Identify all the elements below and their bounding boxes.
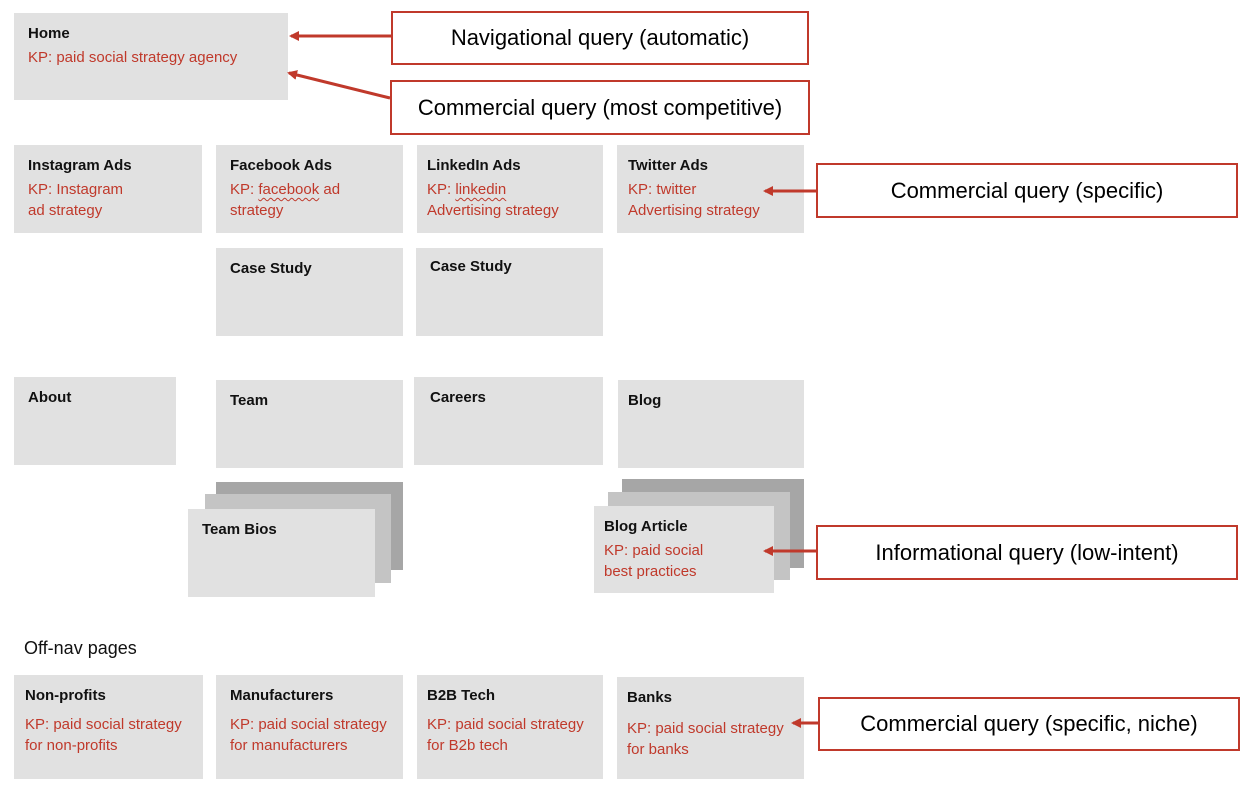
box-keyphrase: KP: twitter Advertising strategy bbox=[628, 181, 760, 219]
box-title: Team Bios bbox=[202, 521, 277, 538]
box-title: Facebook Ads bbox=[230, 157, 332, 174]
box-title: B2B Tech bbox=[427, 687, 496, 704]
kp-rest: ad strategy bbox=[230, 181, 341, 219]
kp-spellcheck-word: facebook bbox=[258, 181, 320, 198]
box-title: Careers bbox=[430, 389, 486, 406]
b2b-tech-box: B2B Tech KP: paid social strategy for B2… bbox=[417, 675, 603, 779]
non-profits-box: Non-profits KP: paid social strategy for… bbox=[14, 675, 203, 779]
case-study-box-1: Case Study bbox=[216, 248, 403, 336]
box-title: Banks bbox=[627, 689, 673, 706]
box-title: Blog bbox=[628, 392, 662, 409]
box-title: About bbox=[28, 389, 72, 406]
about-box: About bbox=[14, 377, 176, 465]
blog-article-box: Blog Article KP: paid social best practi… bbox=[594, 506, 774, 593]
case-study-box-2: Case Study bbox=[416, 248, 603, 336]
box-keyphrase: KP: facebook ad strategy bbox=[230, 179, 389, 221]
box-keyphrase: KP: Instagram ad strategy bbox=[28, 181, 124, 219]
box-title: Home bbox=[28, 25, 70, 42]
twitter-ads-box: Twitter Ads KP: twitter Advertising stra… bbox=[617, 145, 804, 233]
callout-commercial-niche: Commercial query (specific, niche) bbox=[818, 697, 1240, 751]
box-title: Case Study bbox=[230, 260, 312, 277]
box-keyphrase: KP: paid social strategy for non-profits bbox=[25, 716, 182, 754]
home-page-box: Home KP: paid social strategy agency bbox=[14, 13, 288, 100]
manufacturers-box: Manufacturers KP: paid social strategy f… bbox=[216, 675, 403, 779]
box-title: Blog Article bbox=[604, 518, 688, 535]
arrow-commercial-competitive bbox=[287, 70, 391, 100]
kp-spellcheck-word: linkedin bbox=[455, 181, 507, 198]
facebook-ads-box: Facebook Ads KP: facebook ad strategy bbox=[216, 145, 403, 233]
callout-commercial-competitive: Commercial query (most competitive) bbox=[390, 80, 810, 135]
kp-rest: Advertising strategy bbox=[427, 202, 559, 219]
box-keyphrase: KP: paid social strategy for banks bbox=[627, 720, 784, 758]
box-title: Manufacturers bbox=[230, 687, 334, 704]
callout-navigational: Navigational query (automatic) bbox=[391, 11, 809, 65]
careers-box: Careers bbox=[414, 377, 603, 465]
kp-prefix: KP: bbox=[230, 181, 259, 198]
box-title: Team bbox=[230, 392, 269, 409]
box-title: Non-profits bbox=[25, 687, 106, 704]
linkedin-ads-box: LinkedIn Ads KP: linkedin Advertising st… bbox=[417, 145, 603, 233]
banks-box: Banks KP: paid social strategy for banks bbox=[617, 677, 804, 779]
box-keyphrase: KP: paid social strategy for manufacture… bbox=[230, 716, 387, 754]
callout-commercial-specific: Commercial query (specific) bbox=[816, 163, 1238, 218]
callout-informational: Informational query (low-intent) bbox=[816, 525, 1238, 580]
box-title: Case Study bbox=[430, 258, 512, 275]
kp-prefix: KP: bbox=[427, 181, 456, 198]
off-nav-heading: Off-nav pages bbox=[24, 638, 137, 658]
box-keyphrase: KP: paid social best practices bbox=[604, 542, 704, 580]
team-bios-box: Team Bios bbox=[188, 509, 375, 597]
instagram-ads-box: Instagram Ads KP: Instagram ad strategy bbox=[14, 145, 202, 233]
box-title: Twitter Ads bbox=[628, 157, 709, 174]
box-keyphrase: KP: paid social strategy agency bbox=[28, 49, 238, 66]
box-keyphrase: KP: paid social strategy for B2b tech bbox=[427, 716, 584, 754]
box-title: Instagram Ads bbox=[28, 157, 132, 174]
team-box: Team bbox=[216, 380, 403, 468]
blog-box: Blog bbox=[618, 380, 804, 468]
box-title: LinkedIn Ads bbox=[427, 157, 521, 174]
box-keyphrase: KP: linkedin Advertising strategy bbox=[427, 179, 589, 221]
